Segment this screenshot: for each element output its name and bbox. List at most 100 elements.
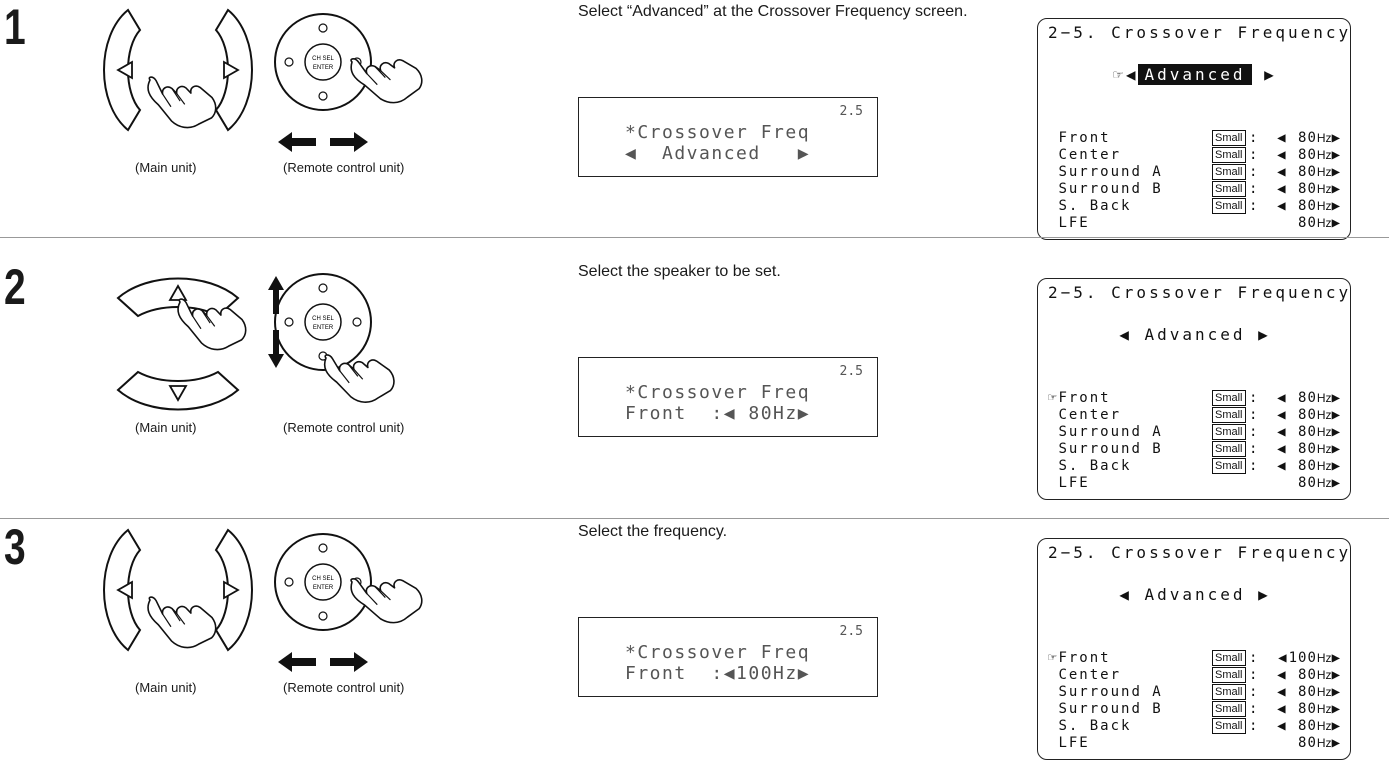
pointer-space <box>1048 667 1058 683</box>
crossover-value: ◀ 80Hz▶ <box>1277 181 1342 197</box>
separator: : <box>1249 650 1260 666</box>
left-dot[interactable] <box>284 57 294 67</box>
up-dot[interactable] <box>318 283 328 293</box>
left-dot[interactable] <box>284 577 294 587</box>
left-triangle-icon: ◀ <box>1277 458 1299 474</box>
left-triangle-icon: ◀ <box>1277 441 1299 457</box>
right-triangle-icon: ▶ <box>1331 164 1342 180</box>
right-triangle-icon: ▶ <box>1331 407 1342 423</box>
pointer-space <box>1048 164 1058 180</box>
pointer-space <box>1048 130 1058 146</box>
enter-label: ENTER <box>313 325 334 331</box>
right-triangle-icon: ▶ <box>1331 198 1342 214</box>
remote-unit-caption: (Remote control unit) <box>283 680 405 695</box>
up-dot[interactable] <box>318 543 328 553</box>
pointer-space <box>1048 684 1058 700</box>
crossover-value: ◀ 80Hz▶ <box>1277 164 1342 180</box>
step-instruction: Select the frequency. <box>578 523 728 540</box>
crossover-value: ◀ 80Hz▶ <box>1277 407 1342 423</box>
step-number: 3 <box>4 519 26 575</box>
speaker-size-badge: Small <box>1212 164 1246 180</box>
main-unit-illustration <box>88 260 268 425</box>
main-unit-figure <box>116 277 247 411</box>
left-triangle-icon: ◀ <box>1277 147 1299 163</box>
main-unit-figure <box>103 528 253 652</box>
down-dot[interactable] <box>318 91 328 101</box>
separator: : <box>1249 701 1260 717</box>
osd-mode-value: Advanced <box>1138 64 1252 85</box>
display-menu-number: 2.5 <box>839 104 863 119</box>
right-triangle-icon: ▶ <box>1245 585 1271 604</box>
pointer-space <box>1048 475 1058 491</box>
display-line-1: *Crossover Freq <box>625 122 811 143</box>
hz-unit: Hz <box>1316 685 1332 699</box>
speaker-size-badge: Small <box>1212 441 1246 457</box>
frequency-number: 80 <box>1298 684 1317 700</box>
step-instruction: Select the speaker to be set. <box>578 263 781 280</box>
ch-sel-enter-button[interactable] <box>304 563 342 601</box>
speaker-name-text: LFE <box>1058 735 1090 751</box>
right-triangle-icon: ▶ <box>1331 215 1342 231</box>
frequency-number: 80 <box>1298 718 1317 734</box>
osd-mode-selector[interactable]: ◀ Advanced ▶ <box>1038 585 1352 604</box>
speaker-name-text: LFE <box>1058 215 1090 231</box>
pointer-space <box>1048 215 1058 231</box>
display-line-2: Front :◀ 80Hz▶ <box>625 403 811 424</box>
right-triangle-icon: ▶ <box>1331 667 1342 683</box>
left-triangle-icon: ◀ <box>1277 164 1299 180</box>
speaker-name-text: Surround A <box>1058 164 1163 180</box>
frequency-number: 80 <box>1298 441 1317 457</box>
hand-icon <box>147 596 217 649</box>
speaker-size-badge: Small <box>1212 198 1246 214</box>
speaker-size-badge: Small <box>1212 458 1246 474</box>
osd-title: 2−5. Crossover Frequency <box>1048 283 1352 302</box>
up-dot[interactable] <box>318 23 328 33</box>
separator: : <box>1249 667 1260 683</box>
down-arrow-icon <box>168 385 188 402</box>
pointer-space <box>1048 718 1058 734</box>
speaker-size-badge: Small <box>1212 684 1246 700</box>
right-dot[interactable] <box>352 317 362 327</box>
crossover-value: ◀ 80Hz▶ <box>1277 198 1342 214</box>
ch-sel-enter-button[interactable] <box>304 43 342 81</box>
down-dot[interactable] <box>318 611 328 621</box>
separator: : <box>1249 441 1260 457</box>
display-line-1: *Crossover Freq <box>625 642 811 663</box>
left-dot[interactable] <box>284 317 294 327</box>
osd-mode-selector[interactable]: ◀ Advanced ▶ <box>1038 325 1352 344</box>
speaker-name-text: S. Back <box>1058 198 1132 214</box>
left-triangle-icon: ◀ <box>1277 718 1299 734</box>
left-triangle-icon: ◀ <box>1277 424 1299 440</box>
hand-icon <box>350 58 423 104</box>
ch-sel-enter-button[interactable] <box>304 303 342 341</box>
frequency-number: 80 <box>1298 181 1317 197</box>
ch-sel-label: CH SEL <box>312 576 334 582</box>
right-triangle-icon: ▶ <box>1331 130 1342 146</box>
pointer-icon: ☞ <box>1048 390 1059 406</box>
speaker-name-text: S. Back <box>1058 718 1132 734</box>
frequency-number: 80 <box>1298 735 1317 751</box>
frequency-number: 80 <box>1298 701 1317 717</box>
osd-mode-selector[interactable]: ☞◀Advanced ▶ <box>1038 64 1352 85</box>
frequency-number: 80 <box>1298 130 1317 146</box>
